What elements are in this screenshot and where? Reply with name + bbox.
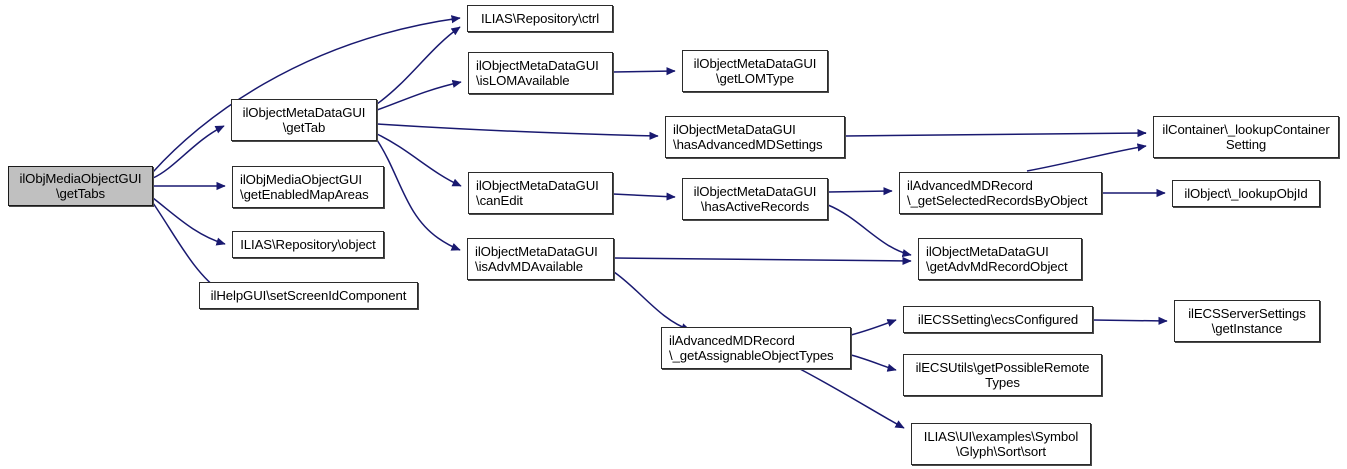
- graph-node-n6[interactable]: ilContainer\_lookupContainer Setting: [1153, 116, 1339, 158]
- call-edge-n4-n1: [376, 26, 461, 105]
- graph-node-label: ilObjectMetaDataGUI \isAdvMDAvailable: [475, 243, 598, 275]
- graph-node-label: ilAdvancedMDRecord \_getSelectedRecordsB…: [907, 177, 1088, 209]
- call-edge-n18-n16: [850, 319, 897, 336]
- call-edge-n13-n14: [613, 256, 912, 266]
- graph-node-n3[interactable]: ilObjectMetaDataGUI \getLOMType: [682, 50, 828, 92]
- graph-node-n16[interactable]: ilECSSetting\ecsConfigured: [903, 306, 1093, 333]
- call-edge-n4-n2: [376, 79, 462, 111]
- graph-node-n2[interactable]: ilObjectMetaDataGUI \isLOMAvailable: [468, 52, 613, 94]
- graph-node-label: ilECSServerSettings \getInstance: [1188, 305, 1306, 337]
- call-edge-n18-n19: [850, 354, 897, 372]
- graph-node-label: ilECSSetting\ecsConfigured: [917, 311, 1079, 327]
- graph-node-n9[interactable]: ilObjectMetaDataGUI \hasActiveRecords: [682, 178, 828, 220]
- graph-node-label: ILIAS\Repository\object: [240, 236, 376, 252]
- call-edge-n13-n18: [613, 271, 691, 332]
- call-edge-n4-n13: [376, 139, 461, 251]
- call-edge-n9-n10: [827, 187, 893, 196]
- call-edge-n0-n1: [152, 15, 461, 173]
- graph-node-n0[interactable]: ilObjMediaObjectGUI \getTabs: [8, 166, 153, 206]
- graph-node-label: ilObjectMetaDataGUI \hasAdvancedMDSettin…: [673, 121, 823, 153]
- graph-node-label: ilECSUtils\getPossibleRemote Types: [915, 359, 1090, 391]
- call-edge-n4-n8: [376, 133, 462, 187]
- call-edge-n5-n6: [844, 128, 1147, 138]
- call-edge-n18-n20: [799, 368, 905, 429]
- call-edge-n10-n6: [1026, 143, 1147, 172]
- graph-node-label: ilObjMediaObjectGUI \getTabs: [19, 170, 142, 202]
- call-edge-n0-n15: [152, 202, 223, 293]
- graph-node-label: ilObjectMetaDataGUI \getTab: [242, 104, 366, 136]
- graph-node-n8[interactable]: ilObjectMetaDataGUI \canEdit: [468, 172, 613, 214]
- graph-node-n12[interactable]: ILIAS\Repository\object: [232, 231, 384, 258]
- graph-node-label: ilObjMediaObjectGUI \getEnabledMapAreas: [240, 171, 369, 203]
- call-edge-n2-n3: [612, 67, 676, 76]
- graph-node-label: ilObjectMetaDataGUI \hasActiveRecords: [693, 183, 817, 215]
- graph-node-n18[interactable]: ilAdvancedMDRecord \_getAssignableObject…: [661, 327, 851, 369]
- graph-node-label: ILIAS\Repository\ctrl: [480, 10, 600, 26]
- graph-node-n4[interactable]: ilObjectMetaDataGUI \getTab: [231, 99, 377, 141]
- graph-node-n10[interactable]: ilAdvancedMDRecord \_getSelectedRecordsB…: [899, 172, 1102, 214]
- graph-node-n14[interactable]: ilObjectMetaDataGUI \getAdvMdRecordObjec…: [918, 238, 1082, 280]
- call-edge-n0-n12: [152, 197, 226, 246]
- graph-node-n19[interactable]: ilECSUtils\getPossibleRemote Types: [903, 354, 1102, 396]
- graph-node-n17[interactable]: ilECSServerSettings \getInstance: [1174, 300, 1320, 342]
- graph-node-label: ilHelpGUI\setScreenIdComponent: [210, 287, 407, 303]
- graph-node-n1[interactable]: ILIAS\Repository\ctrl: [467, 5, 613, 32]
- graph-node-n7[interactable]: ilObjMediaObjectGUI \getEnabledMapAreas: [232, 166, 384, 208]
- call-edge-n16-n17: [1092, 316, 1168, 325]
- call-edge-n8-n9: [612, 192, 676, 201]
- graph-node-label: ilObjectMetaDataGUI \isLOMAvailable: [476, 57, 599, 89]
- call-edge-n0-n4: [152, 125, 225, 179]
- graph-node-n13[interactable]: ilObjectMetaDataGUI \isAdvMDAvailable: [467, 238, 614, 280]
- call-edge-n4-n5: [376, 123, 659, 140]
- graph-node-label: ilContainer\_lookupContainer Setting: [1162, 121, 1330, 153]
- graph-node-label: ilAdvancedMDRecord \_getAssignableObject…: [669, 332, 834, 364]
- graph-node-label: ilObjectMetaDataGUI \getLOMType: [693, 55, 817, 87]
- graph-node-n11[interactable]: ilObject\_lookupObjId: [1172, 180, 1320, 207]
- graph-node-label: ilObjectMetaDataGUI \canEdit: [476, 177, 599, 209]
- graph-node-n5[interactable]: ilObjectMetaDataGUI \hasAdvancedMDSettin…: [665, 116, 845, 158]
- graph-node-n15[interactable]: ilHelpGUI\setScreenIdComponent: [199, 282, 418, 309]
- graph-node-label: ilObject\_lookupObjId: [1184, 185, 1308, 201]
- graph-node-label: ilObjectMetaDataGUI \getAdvMdRecordObjec…: [926, 243, 1068, 275]
- graph-node-n20[interactable]: ILIAS\UI\examples\Symbol \Glyph\Sort\sor…: [911, 423, 1091, 465]
- graph-node-label: ILIAS\UI\examples\Symbol \Glyph\Sort\sor…: [923, 428, 1079, 460]
